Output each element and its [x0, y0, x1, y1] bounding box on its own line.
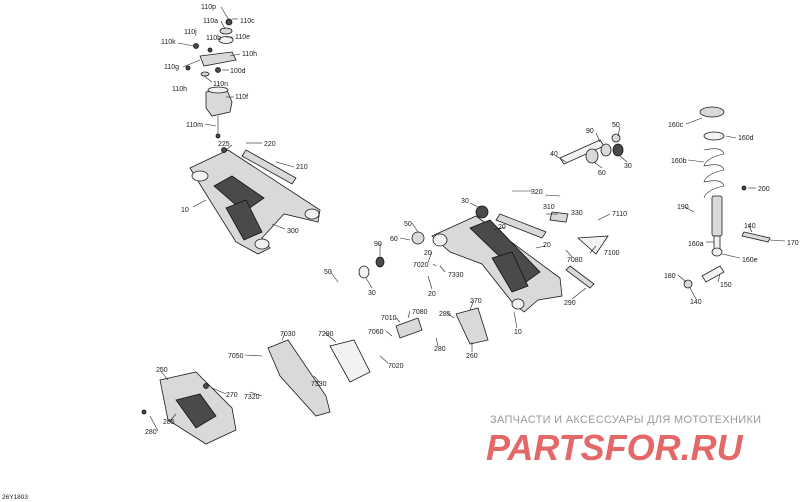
- callout-label: 225: [218, 141, 230, 148]
- suspension-arm-left: [189, 147, 321, 255]
- callout-label: 270: [470, 298, 482, 305]
- callout-label: 220: [264, 141, 276, 148]
- callout-label: 200: [758, 186, 770, 193]
- callout-label: 110e: [235, 34, 250, 41]
- callout-label: 285: [163, 419, 175, 426]
- callout-label: 300: [287, 228, 299, 235]
- callout-label: 7050: [228, 353, 244, 360]
- callout-label: 160d: [738, 135, 754, 142]
- callout-label: 190: [677, 204, 689, 211]
- callout-label: 7330: [448, 272, 464, 279]
- callout-label: 110c: [240, 18, 255, 25]
- callout-label: 110f: [235, 94, 248, 101]
- callout-label: 30: [624, 163, 632, 170]
- callout-label: 110b: [206, 35, 221, 42]
- callout-label: 320: [531, 189, 543, 196]
- callout-label: 7330: [311, 381, 327, 388]
- callout-label: 20: [428, 291, 436, 298]
- callout-label: 170: [787, 240, 799, 247]
- callout-label: 90: [374, 241, 382, 248]
- callout-label: 7320: [244, 394, 260, 401]
- callout-labels: 110p 110a 110c 110j 110k 110b 110e 110h …: [145, 4, 799, 436]
- leader-lines: [149, 6, 786, 432]
- callout-label: 60: [598, 170, 606, 177]
- callout-label: 110n: [213, 81, 228, 88]
- callout-label: 20: [424, 250, 432, 257]
- callout-label: 140: [690, 299, 702, 306]
- callout-label: 290: [564, 300, 576, 307]
- callout-label: 7100: [604, 250, 620, 257]
- callout-label: 150: [720, 282, 732, 289]
- callout-label: 110k: [161, 39, 176, 46]
- callout-label: 110a: [203, 18, 218, 25]
- callout-label: 110g: [164, 64, 179, 71]
- callout-label: 110h: [172, 86, 187, 93]
- callout-label: 7030: [280, 331, 296, 338]
- callout-label: 160b: [671, 158, 687, 165]
- callout-label: 180: [664, 273, 676, 280]
- callout-label: 20: [498, 224, 506, 231]
- callout-label: 110p: [201, 4, 216, 11]
- linkage-cluster-110: [185, 18, 237, 139]
- shock-absorber: [683, 106, 771, 289]
- swing-arm-center: [431, 211, 609, 313]
- callout-label: 280: [145, 429, 157, 436]
- callout-label: 110h: [242, 51, 257, 58]
- callout-label: 160e: [742, 257, 758, 264]
- callout-label: 7060: [368, 329, 384, 336]
- callout-label: 7290: [318, 331, 334, 338]
- watermark: ЗАПЧАСТИ И АКСЕССУАРЫ ДЛЯ МОТОТЕХНИКИ PA…: [486, 414, 761, 468]
- callout-label: 10: [181, 207, 189, 214]
- callout-label: 50: [404, 221, 412, 228]
- callout-label: 310: [543, 204, 555, 211]
- callout-label: 7080: [412, 309, 428, 316]
- callout-label: 160c: [668, 122, 684, 129]
- callout-label: 110j: [184, 29, 197, 36]
- watermark-tagline: ЗАПЧАСТИ И АКСЕССУАРЫ ДЛЯ МОТОТЕХНИКИ: [490, 414, 761, 426]
- watermark-logo: PARTSFOR.RU: [486, 427, 744, 468]
- callout-label: 20: [543, 242, 551, 249]
- callout-label: 100d: [230, 68, 246, 75]
- callout-label: 90: [586, 128, 594, 135]
- callout-label: 50: [324, 269, 332, 276]
- callout-label: 330: [571, 210, 583, 217]
- callout-label: 7020: [388, 363, 404, 370]
- callout-label: 60: [390, 236, 398, 243]
- callout-label: 110m: [186, 122, 203, 129]
- callout-label: 270: [226, 392, 238, 399]
- callout-label: 7010: [381, 315, 397, 322]
- callout-label: 30: [368, 290, 376, 297]
- callout-label: 210: [296, 164, 308, 171]
- callout-label: 7020: [413, 262, 429, 269]
- diagram-code: 26Y1803: [2, 494, 28, 501]
- callout-label: 160a: [688, 241, 704, 248]
- axle-bushings-center: [358, 133, 624, 279]
- callout-label: 40: [550, 151, 558, 158]
- callout-label: 280: [434, 346, 446, 353]
- callout-label: 7080: [567, 257, 583, 264]
- callout-label: 50: [612, 122, 620, 129]
- callout-label: 285: [439, 311, 451, 318]
- chain-guards-bottom: [141, 307, 489, 445]
- callout-label: 10: [514, 329, 522, 336]
- callout-label: 140: [744, 223, 756, 230]
- callout-label: 30: [461, 198, 469, 205]
- callout-label: 250: [156, 367, 168, 374]
- callout-label: 260: [466, 353, 478, 360]
- callout-label: 7110: [612, 211, 627, 218]
